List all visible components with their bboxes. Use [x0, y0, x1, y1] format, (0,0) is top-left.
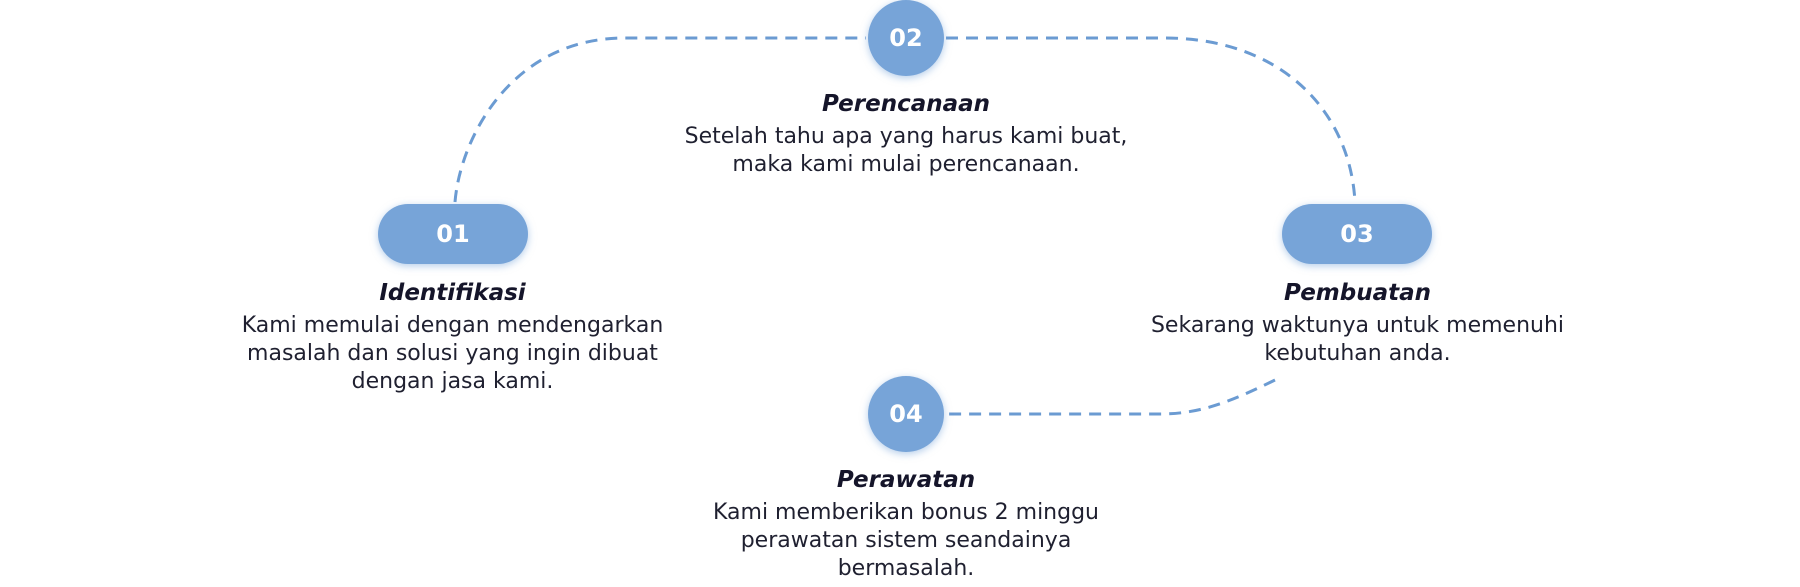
step-01-desc-line: dengan jasa kami.: [351, 369, 554, 394]
step-04-desc-line: bermasalah.: [837, 556, 975, 581]
step-02-block: Perencanaan Setelah tahu apa yang harus …: [650, 89, 1162, 179]
step-02-badge: 02: [868, 0, 944, 76]
step-01-desc-line: masalah dan solusi yang ingin dibuat: [247, 341, 658, 366]
step-01-description: Kami memulai dengan mendengarkan masalah…: [200, 312, 705, 396]
step-01-desc-line: Kami memulai dengan mendengarkan: [241, 313, 664, 338]
connector-03-04: [946, 378, 1276, 416]
step-04-desc-line: Kami memberikan bonus 2 minggu: [713, 500, 1099, 525]
step-02-desc-line: Setelah tahu apa yang harus kami buat,: [684, 124, 1128, 149]
step-03-desc-line: Sekarang waktunya untuk memenuhi: [1150, 313, 1565, 338]
connector-01-02: [453, 36, 866, 203]
step-03-description: Sekarang waktunya untuk memenuhi kebutuh…: [1110, 312, 1605, 368]
step-03-desc-line: kebutuhan anda.: [1264, 341, 1451, 366]
connector-02-03: [946, 36, 1357, 203]
step-02-title: Perencanaan: [821, 91, 991, 117]
step-03-block: Pembuatan Sekarang waktunya untuk memenu…: [1110, 278, 1605, 368]
step-02-description: Setelah tahu apa yang harus kami buat, m…: [650, 123, 1162, 179]
step-04-description: Kami memberikan bonus 2 minggu perawatan…: [680, 499, 1132, 583]
step-02-desc-line: maka kami mulai perencanaan.: [732, 152, 1080, 177]
step-04-title: Perawatan: [836, 467, 976, 493]
step-01-block: Identifikasi Kami memulai dengan mendeng…: [200, 278, 705, 396]
step-03-badge: 03: [1282, 204, 1432, 264]
step-04-block: Perawatan Kami memberikan bonus 2 minggu…: [680, 465, 1132, 583]
step-03-title: Pembuatan: [1283, 280, 1432, 306]
step-01-badge: 01: [378, 204, 528, 264]
step-04-desc-line: perawatan sistem seandainya: [740, 528, 1072, 553]
step-04-badge: 04: [868, 376, 944, 452]
step-01-title: Identifikasi: [379, 280, 526, 306]
